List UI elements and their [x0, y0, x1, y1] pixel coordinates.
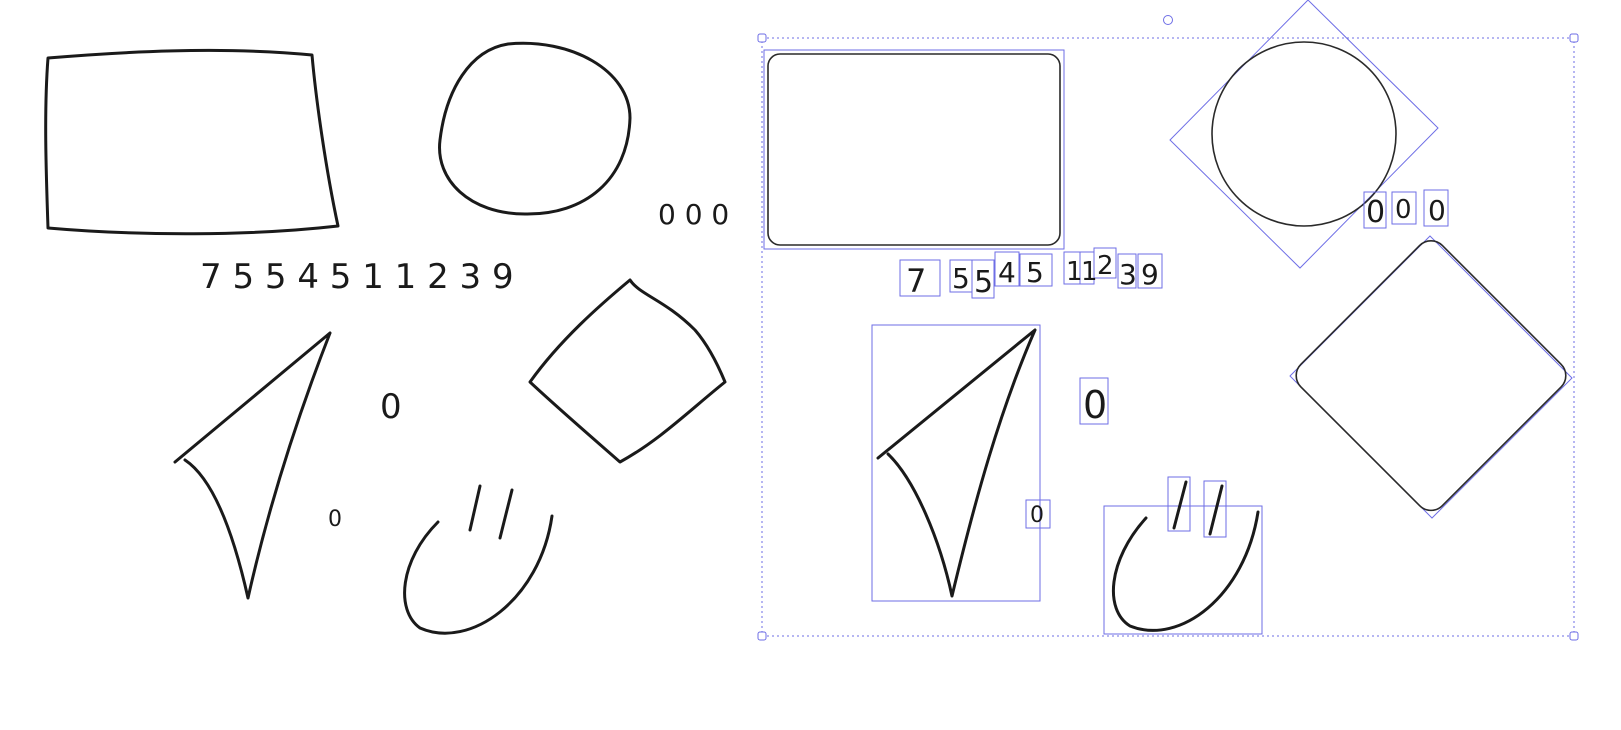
raw-zero-a[interactable]: 0 [380, 387, 402, 427]
recognized-digit-5c[interactable]: 5 [1026, 256, 1044, 289]
recognized-digit-5a[interactable]: 5 [952, 262, 970, 295]
rectangle-selection-box [763, 49, 1065, 250]
zero-box-1 [1363, 191, 1387, 229]
raw-circle-stroke[interactable] [438, 41, 632, 216]
raw-rectangle-stroke[interactable] [44, 48, 340, 236]
selection-frame[interactable] [761, 37, 1575, 637]
raw-digit-row[interactable]: 7 5 5 4 5 1 1 2 3 9 [200, 257, 514, 297]
recognized-slashes[interactable] [1172, 480, 1224, 536]
recognized-diamond[interactable] [1290, 234, 1573, 517]
recognized-digit-7[interactable]: 7 [906, 262, 926, 300]
diamond-selection-box [1289, 235, 1573, 519]
slash-box-1 [1167, 476, 1191, 532]
digit-box-7 [899, 259, 941, 297]
digit-box-4 [994, 251, 1020, 287]
triangle-selection-box [871, 324, 1041, 602]
recognized-digit-3[interactable]: 3 [1119, 258, 1137, 291]
digit-box-5c [1019, 253, 1053, 287]
recognized-digit-1b[interactable]: 1 [1081, 257, 1098, 287]
resize-handle-top-right[interactable] [1569, 33, 1579, 43]
recognized-triangle[interactable] [876, 328, 1037, 598]
recognized-circle[interactable] [1211, 41, 1397, 227]
digit-box-5b [971, 259, 995, 299]
resize-handle-bottom-right[interactable] [1569, 631, 1579, 641]
resize-handle-top-left[interactable] [757, 33, 767, 43]
digit-box-3 [1117, 253, 1137, 289]
selection-group[interactable]: 0 0 0 7 5 5 4 5 1 1 2 3 9 0 0 [757, 0, 1579, 641]
recognized-rectangle[interactable] [767, 53, 1061, 246]
rotate-handle[interactable] [1163, 15, 1173, 25]
raw-slash-strokes[interactable] [468, 484, 514, 540]
raw-cup-stroke[interactable] [403, 514, 554, 635]
recognized-digit-5b[interactable]: 5 [974, 265, 993, 300]
circle-selection-box [1169, 0, 1439, 269]
recognized-zero-2[interactable]: 0 [1395, 195, 1412, 225]
raw-zeros-row[interactable]: 0 0 0 [658, 198, 729, 231]
raw-diamond-stroke[interactable] [528, 278, 727, 464]
zero-box-3 [1423, 189, 1449, 227]
recognized-zero-a[interactable]: 0 [1083, 383, 1107, 427]
zero-a-box [1079, 377, 1109, 425]
recognized-digit-1a[interactable]: 1 [1066, 257, 1083, 287]
recognized-zero-b[interactable]: 0 [1030, 503, 1044, 528]
resize-handle-bottom-left[interactable] [757, 631, 767, 641]
raw-zero-b[interactable]: 0 [328, 507, 342, 532]
recognized-zero-1[interactable]: 0 [1366, 195, 1385, 230]
cup-selection-box [1103, 505, 1263, 635]
recognized-zero-3[interactable]: 0 [1428, 194, 1446, 227]
raw-ink-group[interactable]: 7 5 5 4 5 1 1 2 3 9 0 0 0 0 0 [44, 41, 730, 635]
digit-box-9 [1137, 253, 1163, 289]
recognized-digit-4[interactable]: 4 [998, 256, 1016, 289]
raw-triangle-stroke[interactable] [173, 331, 332, 600]
zero-b-box [1025, 499, 1051, 529]
recognized-cup[interactable] [1111, 510, 1260, 632]
recognized-digit-9[interactable]: 9 [1141, 258, 1159, 291]
recognized-digit-2[interactable]: 2 [1097, 251, 1114, 281]
slash-box-2 [1203, 480, 1227, 538]
digit-box-2 [1093, 247, 1117, 279]
zero-box-2 [1391, 191, 1417, 225]
